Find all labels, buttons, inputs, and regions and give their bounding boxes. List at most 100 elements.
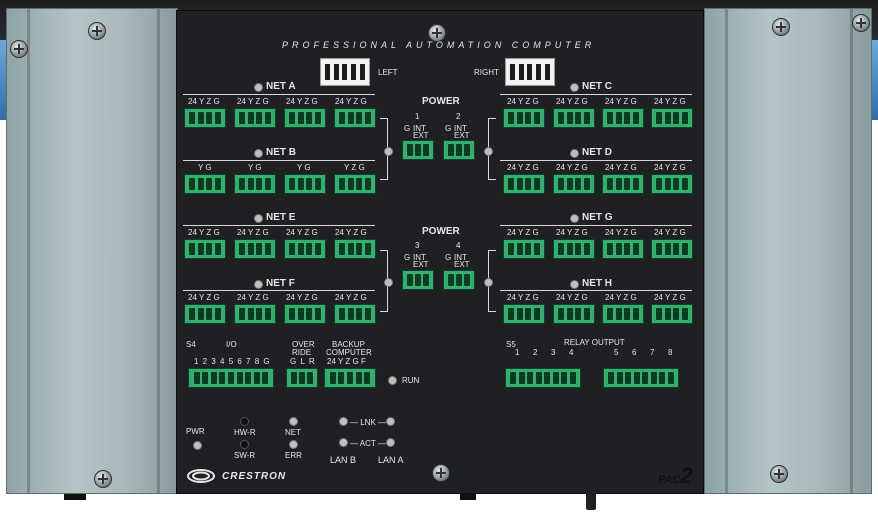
net-b-pins-2: Y G — [248, 163, 262, 172]
net-g-pins-2: 24 Y Z G — [556, 228, 588, 237]
relay-num-7: 7 — [650, 348, 655, 357]
power-4-pin-ext: EXT — [454, 260, 470, 269]
power-4-terminal[interactable] — [443, 270, 475, 290]
net-e-terminal-4[interactable] — [334, 239, 376, 259]
net-d-terminal-1[interactable] — [503, 174, 545, 194]
net-h-terminal-2[interactable] — [553, 304, 595, 324]
power-1-pin-int: INT — [413, 124, 426, 133]
crestron-logo — [186, 468, 216, 484]
net-d-pins-3: 24 Y Z G — [605, 163, 637, 172]
net-b-terminal-4[interactable] — [334, 174, 376, 194]
relay-output-terminal-5-8[interactable] — [603, 368, 679, 388]
power-1-terminal[interactable] — [402, 140, 434, 160]
net-h-terminal-1[interactable] — [503, 304, 545, 324]
sw-reset-button[interactable] — [240, 440, 249, 449]
net-e-pins-1: 24 Y Z G — [188, 228, 220, 237]
net-e-terminal-2[interactable] — [234, 239, 276, 259]
override-terminal[interactable] — [286, 368, 318, 388]
dip-switch-left[interactable] — [320, 58, 370, 86]
net-f-terminal-1[interactable] — [184, 304, 226, 324]
net-e-label: NET E — [266, 212, 296, 223]
net-g-terminal-1[interactable] — [503, 239, 545, 259]
net-ab-status-led — [384, 147, 393, 156]
net-f-pins-1: 24 Y Z G — [188, 293, 220, 302]
net-a-pins-1: 24 Y Z G — [188, 97, 220, 106]
io-terminal[interactable] — [188, 368, 274, 388]
dip-right-label: RIGHT — [474, 68, 499, 77]
net-a-terminal-1[interactable] — [184, 108, 226, 128]
backup-computer-terminal[interactable] — [324, 368, 376, 388]
screw-icon — [94, 470, 112, 488]
brand-name: CRESTRON — [222, 471, 287, 482]
net-h-pins-4: 24 Y Z G — [654, 293, 686, 302]
net-f-terminal-2[interactable] — [234, 304, 276, 324]
act-label: — ACT — — [350, 439, 386, 448]
net-e-terminal-1[interactable] — [184, 239, 226, 259]
model-number: 2 — [680, 463, 693, 488]
net-b-terminal-2[interactable] — [234, 174, 276, 194]
power-label-top: POWER — [422, 96, 460, 107]
net-g-terminal-3[interactable] — [602, 239, 644, 259]
net-d-label: NET D — [582, 147, 612, 158]
net-e-pins-2: 24 Y Z G — [237, 228, 269, 237]
net-a-terminal-3[interactable] — [284, 108, 326, 128]
net-c-terminal-4[interactable] — [651, 108, 693, 128]
net-c-terminal-3[interactable] — [602, 108, 644, 128]
net-status-led — [289, 417, 298, 426]
net-a-terminal-2[interactable] — [234, 108, 276, 128]
net-h-terminal-3[interactable] — [602, 304, 644, 324]
net-b-terminal-1[interactable] — [184, 174, 226, 194]
power-4-pin-g: G — [445, 253, 452, 262]
power-3-terminal[interactable] — [402, 270, 434, 290]
net-f-pins-3: 24 Y Z G — [286, 293, 318, 302]
net-g-terminal-2[interactable] — [553, 239, 595, 259]
net-c-led — [570, 83, 579, 92]
net-e-terminal-3[interactable] — [284, 239, 326, 259]
power-2-terminal[interactable] — [443, 140, 475, 160]
net-c-pins-3: 24 Y Z G — [605, 97, 637, 106]
net-d-terminal-4[interactable] — [651, 174, 693, 194]
net-c-terminal-1[interactable] — [503, 108, 545, 128]
power-3-pin-g: G — [404, 253, 411, 262]
screw-icon — [770, 465, 788, 483]
net-f-terminal-3[interactable] — [284, 304, 326, 324]
pwr-label: PWR — [186, 427, 205, 436]
net-b-terminal-3[interactable] — [284, 174, 326, 194]
relay-output-terminal-1-4[interactable] — [505, 368, 581, 388]
relay-num-1: 1 — [515, 348, 520, 357]
model-badge: PAC 2 — [658, 463, 693, 488]
right-mounting-wing — [704, 8, 872, 494]
power-4-pin-int: INT — [454, 253, 467, 262]
net-f-led — [254, 280, 263, 289]
net-e-pins-4: 24 Y Z G — [335, 228, 367, 237]
net-f-pins-4: 24 Y Z G — [335, 293, 367, 302]
net-c-terminal-2[interactable] — [553, 108, 595, 128]
net-f-rule — [183, 290, 375, 291]
net-f-terminal-4[interactable] — [334, 304, 376, 324]
power-3-pin-int: INT — [413, 253, 426, 262]
net-f-pins-2: 24 Y Z G — [237, 293, 269, 302]
net-d-terminal-3[interactable] — [602, 174, 644, 194]
override-label-2: RIDE — [292, 348, 312, 357]
s5-label: S5 — [506, 340, 516, 349]
net-a-terminal-4[interactable] — [334, 108, 376, 128]
net-a-rule — [183, 94, 375, 95]
net-h-terminal-4[interactable] — [651, 304, 693, 324]
net-b-rule — [183, 160, 375, 161]
power-4-number: 4 — [456, 241, 461, 250]
net-h-led — [570, 280, 579, 289]
power-1-pin-ext: EXT — [413, 131, 429, 140]
net-f-label: NET F — [266, 278, 295, 289]
net-d-terminal-2[interactable] — [553, 174, 595, 194]
power-2-pin-g: G — [445, 124, 452, 133]
hw-reset-button[interactable] — [240, 417, 249, 426]
net-g-rule — [500, 225, 692, 226]
power-2-pin-ext: EXT — [454, 131, 470, 140]
override-label-1: OVER — [292, 340, 315, 349]
pwr-led — [193, 441, 202, 450]
dip-switch-right[interactable] — [505, 58, 555, 86]
net-g-terminal-4[interactable] — [651, 239, 693, 259]
model-prefix: PAC — [658, 474, 681, 486]
io-pin-labels: 1 2 3 4 5 6 7 8 G — [194, 357, 271, 366]
screw-icon — [88, 22, 106, 40]
